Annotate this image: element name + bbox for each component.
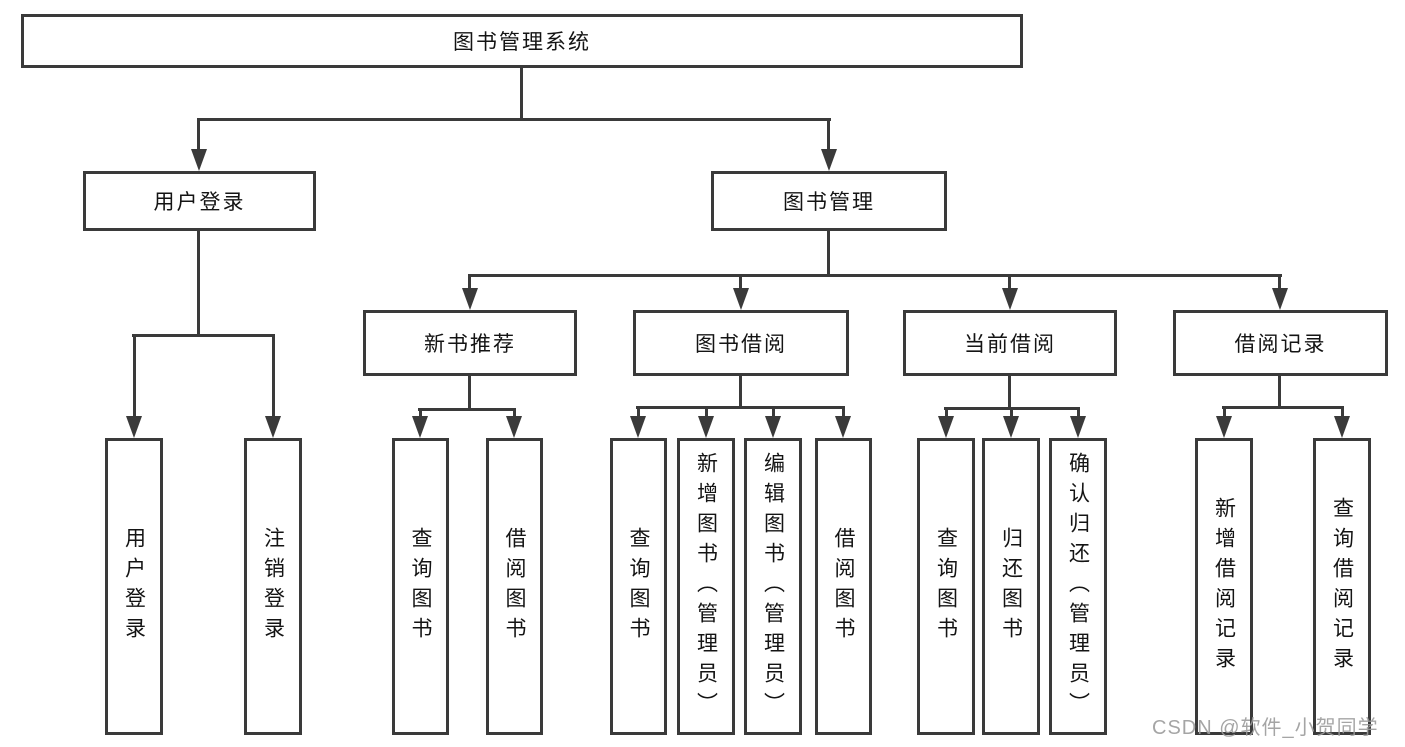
leaf-label: 借阅图书 bbox=[503, 526, 526, 647]
leaf-query-books-recommend: 查询图书 bbox=[392, 438, 449, 735]
node-root: 图书管理系统 bbox=[21, 14, 1023, 68]
connector-line bbox=[1341, 406, 1344, 420]
node-current-borrow-label: 当前借阅 bbox=[964, 333, 1056, 356]
connector-line bbox=[1010, 407, 1013, 420]
leaf-label: 借阅图书 bbox=[832, 526, 855, 647]
connector-line bbox=[197, 118, 831, 121]
leaf-label: 注销登录 bbox=[261, 526, 285, 647]
connector-line bbox=[637, 406, 640, 420]
arrowhead-down-icon bbox=[765, 416, 781, 438]
connector-line bbox=[1222, 406, 1344, 409]
arrowhead-down-icon bbox=[126, 416, 142, 438]
arrowhead-down-icon bbox=[821, 149, 837, 171]
connector-line bbox=[1008, 376, 1011, 410]
leaf-query-borrow-record: 查询借阅记录 bbox=[1313, 438, 1371, 735]
connector-line bbox=[468, 274, 471, 292]
leaf-label: 归还图书 bbox=[999, 526, 1023, 647]
arrowhead-down-icon bbox=[265, 416, 281, 438]
leaf-label: 新增图书（管理员） bbox=[694, 451, 718, 722]
arrowhead-down-icon bbox=[1070, 416, 1086, 438]
connector-line bbox=[513, 408, 516, 420]
leaf-return-books: 归还图书 bbox=[982, 438, 1040, 735]
node-new-book-recommend-label: 新书推荐 bbox=[424, 333, 516, 356]
leaf-confirm-return-admin: 确认归还（管理员） bbox=[1049, 438, 1107, 735]
connector-line bbox=[468, 274, 1282, 277]
arrowhead-down-icon bbox=[191, 149, 207, 171]
arrowhead-down-icon bbox=[1003, 416, 1019, 438]
leaf-add-books-admin: 新增图书（管理员） bbox=[677, 438, 735, 735]
arrowhead-down-icon bbox=[462, 288, 478, 310]
csdn-watermark: CSDN @软件_小贺同学 bbox=[1152, 717, 1379, 739]
connector-line bbox=[1077, 407, 1080, 420]
arrowhead-down-icon bbox=[1216, 416, 1232, 438]
leaf-logout: 注销登录 bbox=[244, 438, 302, 735]
connector-line bbox=[1278, 274, 1281, 292]
node-root-label: 图书管理系统 bbox=[453, 31, 591, 54]
node-user-login: 用户登录 bbox=[83, 171, 316, 231]
connector-line bbox=[272, 334, 275, 420]
leaf-borrow-books-recommend: 借阅图书 bbox=[486, 438, 543, 735]
arrowhead-down-icon bbox=[698, 416, 714, 438]
connector-line bbox=[133, 334, 136, 420]
node-borrow-records-label: 借阅记录 bbox=[1234, 333, 1327, 356]
leaf-query-books-current: 查询图书 bbox=[917, 438, 975, 735]
leaf-edit-books-admin: 编辑图书（管理员） bbox=[744, 438, 802, 735]
connector-line bbox=[705, 406, 708, 420]
arrowhead-down-icon bbox=[1272, 288, 1288, 310]
arrowhead-down-icon bbox=[835, 416, 851, 438]
leaf-borrow-books: 借阅图书 bbox=[815, 438, 872, 735]
node-book-management-label: 图书管理 bbox=[783, 191, 875, 214]
connector-line bbox=[739, 274, 742, 292]
leaf-label: 查询图书 bbox=[934, 526, 958, 647]
connector-line bbox=[1008, 274, 1011, 292]
node-book-borrow-label: 图书借阅 bbox=[695, 333, 787, 356]
leaf-add-borrow-record: 新增借阅记录 bbox=[1195, 438, 1253, 735]
leaf-label: 新增借阅记录 bbox=[1212, 496, 1236, 677]
connector-line bbox=[197, 118, 200, 152]
arrowhead-down-icon bbox=[412, 416, 428, 438]
connector-line bbox=[197, 230, 200, 337]
connector-line bbox=[827, 230, 830, 277]
leaf-label: 用户登录 bbox=[122, 526, 146, 647]
connector-line bbox=[772, 406, 775, 420]
connector-line bbox=[468, 376, 471, 411]
arrowhead-down-icon bbox=[1002, 288, 1018, 310]
node-new-book-recommend: 新书推荐 bbox=[363, 310, 577, 376]
connector-line bbox=[827, 118, 830, 152]
connector-line bbox=[418, 408, 516, 411]
arrowhead-down-icon bbox=[506, 416, 522, 438]
leaf-label: 查询图书 bbox=[409, 526, 432, 647]
connector-line bbox=[636, 406, 845, 409]
leaf-user-login: 用户登录 bbox=[105, 438, 163, 735]
node-borrow-records: 借阅记录 bbox=[1173, 310, 1388, 376]
leaf-label: 查询借阅记录 bbox=[1330, 496, 1354, 677]
node-book-borrow: 图书借阅 bbox=[633, 310, 849, 376]
arrowhead-down-icon bbox=[630, 416, 646, 438]
leaf-label: 编辑图书（管理员） bbox=[761, 451, 785, 722]
leaf-label: 查询图书 bbox=[627, 526, 650, 647]
node-book-management: 图书管理 bbox=[711, 171, 947, 231]
connector-line bbox=[739, 376, 742, 409]
connector-line bbox=[1278, 376, 1281, 409]
connector-line bbox=[945, 407, 948, 420]
leaf-query-books-borrow: 查询图书 bbox=[610, 438, 667, 735]
arrowhead-down-icon bbox=[1334, 416, 1350, 438]
connector-line bbox=[842, 406, 845, 420]
connector-line bbox=[520, 68, 523, 121]
connector-line bbox=[1223, 406, 1226, 420]
arrowhead-down-icon bbox=[938, 416, 954, 438]
connector-line bbox=[419, 408, 422, 420]
arrowhead-down-icon bbox=[733, 288, 749, 310]
node-user-login-label: 用户登录 bbox=[153, 191, 246, 214]
connector-line bbox=[132, 334, 275, 337]
leaf-label: 确认归还（管理员） bbox=[1066, 451, 1090, 722]
node-current-borrow: 当前借阅 bbox=[903, 310, 1117, 376]
